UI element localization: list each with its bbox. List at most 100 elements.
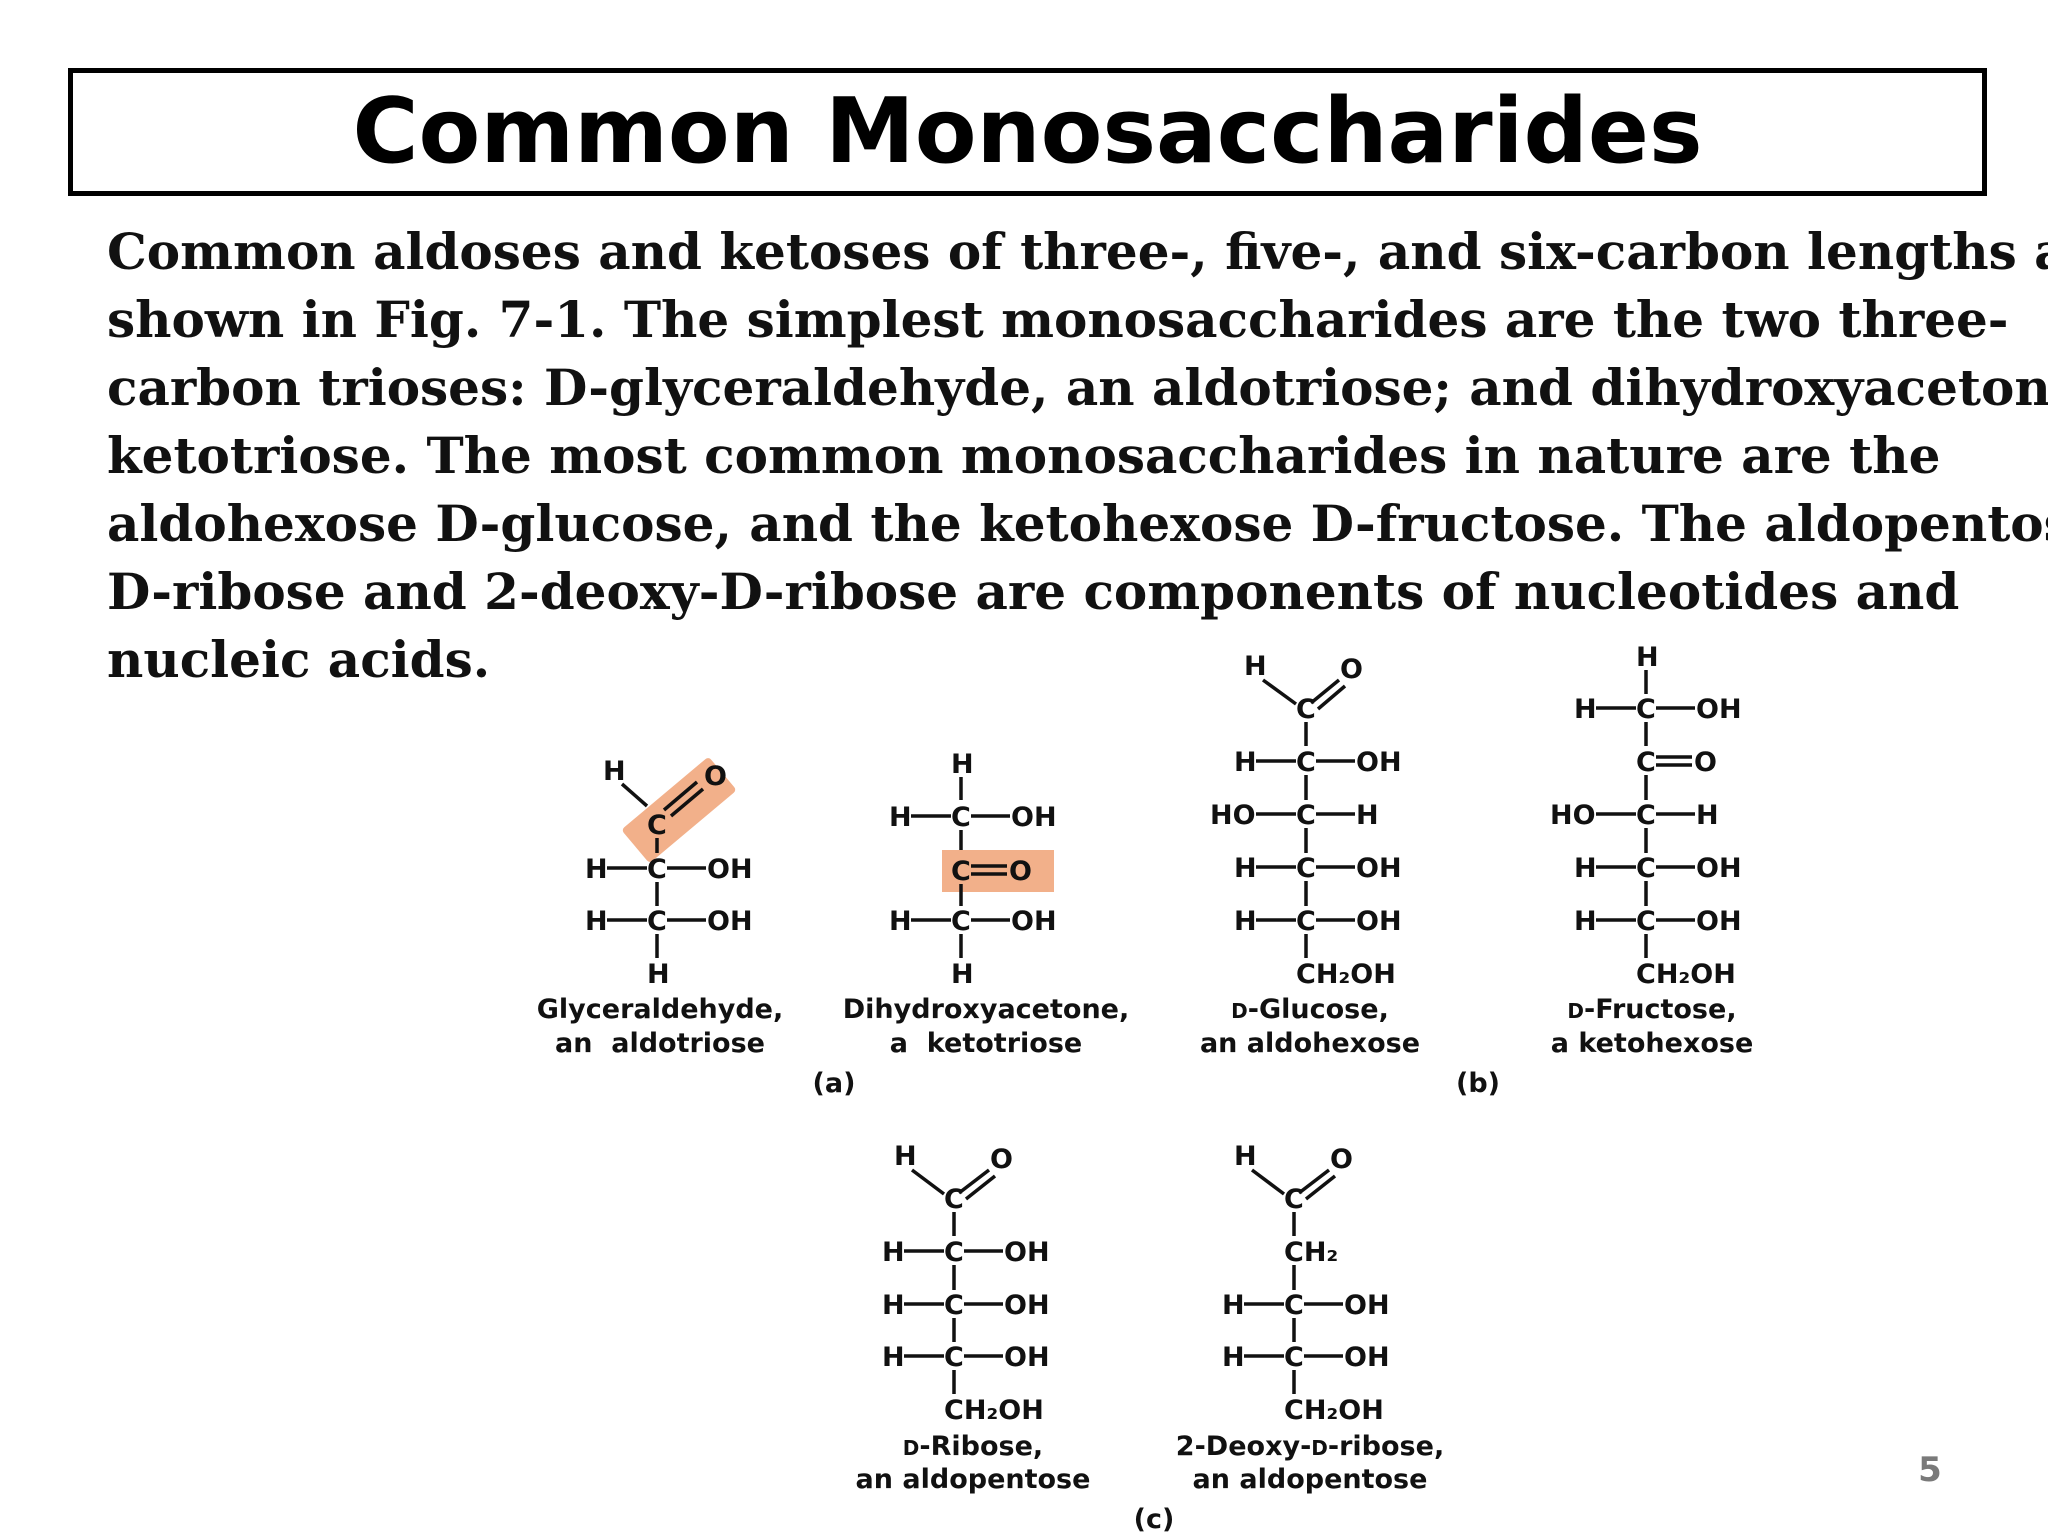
fructose-name-rest: -Fructose, — [1584, 994, 1737, 1025]
glucose-structure: H O C H C OH HO C H H C OH H — [1200, 651, 1420, 1059]
fructose-class: a ketohexose — [1551, 1028, 1754, 1059]
body-line: carbon trioses: D-glyceraldehyde, an ald… — [107, 358, 2048, 417]
body-line: D-ribose and 2-deoxy-D-ribose are compon… — [107, 562, 1960, 621]
atom-ch2oh: CH₂OH — [1636, 959, 1736, 990]
fructose-name: D-Fructose, — [1567, 994, 1736, 1025]
atom-c: C — [1284, 1184, 1304, 1215]
atom-oh: OH — [1004, 1342, 1050, 1373]
atom-h: H — [1696, 800, 1719, 831]
atom-oh: OH — [707, 854, 753, 885]
atom-h: H — [1574, 906, 1597, 937]
body-paragraph: Common aldoses and ketoses of three-, fi… — [107, 218, 2048, 694]
atom-ch2: CH₂ — [1284, 1237, 1338, 1268]
page-number: 5 — [1918, 1450, 1942, 1490]
atom-ch2oh: CH₂OH — [1296, 959, 1396, 990]
atom-ho: HO — [1550, 800, 1596, 831]
atom-c: C — [1636, 694, 1656, 725]
ribose-structure: H O C H C OH H C OH H C OH CH₂OH — [856, 1141, 1091, 1495]
atom-h: H — [1222, 1290, 1245, 1321]
glyceraldehyde-structure: H O C H C OH H C OH H Glyceraldehyde, an… — [537, 756, 783, 1059]
atom-h: H — [603, 756, 626, 787]
atom-c: C — [647, 906, 667, 937]
atom-c: C — [1296, 853, 1316, 884]
atom-oh: OH — [1696, 694, 1742, 725]
slide-title: Common Monosaccharides — [352, 79, 1703, 184]
atom-h: H — [647, 959, 670, 990]
atom-c: C — [647, 810, 667, 841]
atom-o: O — [1340, 654, 1363, 685]
atom-c: C — [1636, 800, 1656, 831]
body-line: aldohexose D-glucose, and the ketohexose… — [107, 494, 2048, 553]
atom-h: H — [889, 906, 912, 937]
atom-oh: OH — [707, 906, 753, 937]
atom-oh: OH — [1696, 853, 1742, 884]
atom-h: H — [1234, 747, 1257, 778]
atom-c: C — [1296, 800, 1316, 831]
atom-h: H — [951, 749, 974, 780]
title-box: Common Monosaccharides — [68, 68, 1987, 196]
deoxyribose-name-a: 2-Deoxy- — [1176, 1431, 1312, 1462]
deoxyribose-class: an aldopentose — [1193, 1464, 1428, 1495]
atom-c: C — [951, 856, 971, 887]
dihydroxyacetone-name: Dihydroxyacetone, — [843, 994, 1129, 1025]
atom-c: C — [944, 1184, 964, 1215]
ribose-name-rest: -Ribose, — [919, 1431, 1043, 1462]
atom-o: O — [1009, 856, 1032, 887]
atom-c: C — [1636, 747, 1656, 778]
atom-h: H — [1356, 800, 1379, 831]
body-line: ketotriose. The most common monosacchari… — [107, 426, 1941, 485]
atom-c: C — [944, 1290, 964, 1321]
atom-c: C — [951, 802, 971, 833]
atom-c: C — [944, 1237, 964, 1268]
dihydroxyacetone-structure: H H C OH C O H C OH H Dihydroxyacetone, … — [843, 749, 1129, 1059]
atom-h: H — [1574, 694, 1597, 725]
glucose-d-prefix: D — [1231, 999, 1248, 1023]
atom-h: H — [894, 1141, 917, 1172]
atom-oh: OH — [1344, 1290, 1390, 1321]
glyceraldehyde-class: an aldotriose — [555, 1028, 765, 1059]
atom-oh: OH — [1356, 853, 1402, 884]
atom-h: H — [1222, 1342, 1245, 1373]
atom-h: H — [1636, 642, 1659, 673]
atom-h: H — [1234, 853, 1257, 884]
panel-label-c: (c) — [1134, 1504, 1175, 1535]
atom-o: O — [1694, 747, 1717, 778]
panel-label-a: (a) — [813, 1068, 856, 1099]
ribose-d-prefix: D — [903, 1436, 920, 1460]
atom-oh: OH — [1004, 1290, 1050, 1321]
atom-h: H — [1574, 853, 1597, 884]
atom-c: C — [647, 854, 667, 885]
glucose-name-rest: -Glucose, — [1248, 994, 1389, 1025]
atom-oh: OH — [1356, 747, 1402, 778]
atom-h: H — [882, 1237, 905, 1268]
atom-oh: OH — [1011, 906, 1057, 937]
atom-ho: HO — [1210, 800, 1256, 831]
atom-o: O — [1330, 1144, 1353, 1175]
deoxyribose-structure: H O C CH₂ H C OH H C OH CH₂OH 2-Deoxy-D-… — [1176, 1141, 1444, 1495]
atom-oh: OH — [1696, 906, 1742, 937]
atom-ch2oh: CH₂OH — [944, 1395, 1044, 1426]
body-line: Common aldoses and ketoses of three-, fi… — [107, 222, 2048, 281]
atom-h: H — [585, 854, 608, 885]
atom-h: H — [889, 802, 912, 833]
atom-c: C — [1636, 853, 1656, 884]
deoxyribose-name: 2-Deoxy-D-ribose, — [1176, 1431, 1444, 1462]
atom-c: C — [944, 1342, 964, 1373]
body-line: shown in Fig. 7-1. The simplest monosacc… — [107, 290, 2009, 349]
atom-ch2oh: CH₂OH — [1284, 1395, 1384, 1426]
atom-oh: OH — [1004, 1237, 1050, 1268]
atom-h: H — [951, 959, 974, 990]
atom-oh: OH — [1011, 802, 1057, 833]
atom-h: H — [882, 1342, 905, 1373]
ribose-class: an aldopentose — [856, 1464, 1091, 1495]
atom-c: C — [1284, 1342, 1304, 1373]
atom-c: C — [951, 906, 971, 937]
atom-oh: OH — [1356, 906, 1402, 937]
atom-h: H — [1234, 906, 1257, 937]
fructose-structure: H H C OH C O HO C H H C OH H — [1550, 642, 1753, 1059]
atom-h: H — [1244, 651, 1267, 682]
deoxyribose-name-b: -ribose, — [1328, 1431, 1444, 1462]
atom-o: O — [990, 1144, 1013, 1175]
